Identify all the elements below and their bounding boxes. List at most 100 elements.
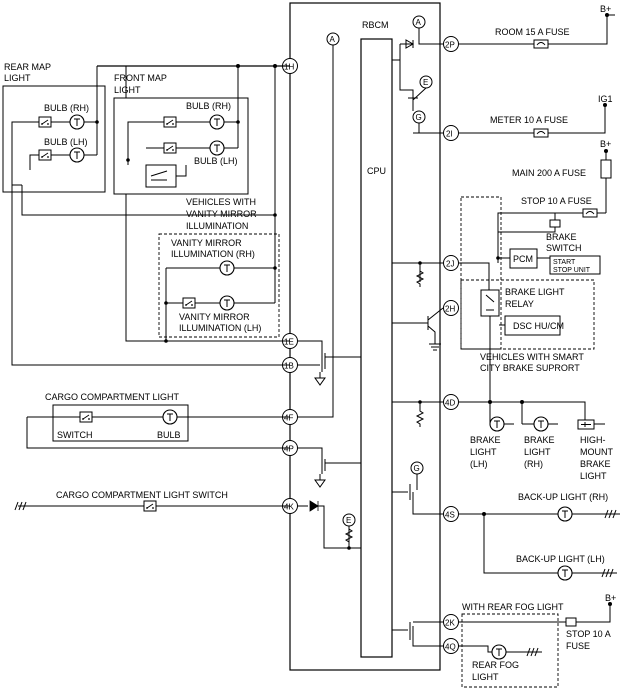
front-map-selector-switch [145, 164, 177, 188]
relay-label-1: BRAKE LIGHT [505, 287, 565, 297]
high-mount-label-1: HIGH- [580, 435, 606, 445]
cargo-light-switch: CARGO COMPARTMENT LIGHT SWITCH [14, 490, 290, 512]
brake-rh-label-3: (RH) [524, 459, 543, 469]
rear-fog-circuit: WITH REAR FOG LIGHT B+ STOP 10 A FUSE RE… [392, 593, 616, 688]
cargo-switch-label: SWITCH [57, 430, 93, 440]
rear-map-title-1: REAR MAP [4, 62, 51, 72]
meter-fuse-label: METER 10 A FUSE [490, 115, 568, 125]
brake-light-lh-bulb-icon [489, 416, 505, 432]
svg-text:E: E [423, 78, 428, 87]
fog-note: WITH REAR FOG LIGHT [462, 602, 564, 612]
brake-rh-label-2: LIGHT [524, 447, 551, 457]
resistor-icon [416, 407, 424, 428]
cargo-light-switch-icon [143, 500, 157, 512]
ground-icon [14, 501, 31, 511]
vanity-note-1: VEHICLES WITH [186, 197, 256, 207]
rear-fog-fuse-icon [565, 617, 577, 627]
svg-text:A: A [330, 35, 336, 44]
rear-lh-bulb-icon [69, 147, 85, 163]
front-map-title-1: FRONT MAP [114, 73, 167, 83]
brake-rh-label-1: BRAKE [524, 435, 555, 445]
front-bulb-rh-label: BULB (RH) [186, 101, 231, 111]
ref-e-lower: E [342, 513, 356, 527]
brake-light-rh-bulb-icon [533, 416, 549, 432]
svg-text:G: G [414, 464, 420, 473]
start-stop-label-2: STOP UNIT [553, 267, 591, 274]
backup-lh-bulb-icon [557, 565, 573, 581]
backup-light-outputs: BACK-UP LIGHT (RH) BACK-UP LIGHT (LH) [392, 474, 621, 581]
cargo-compartment-light: CARGO COMPARTMENT LIGHT SWITCH BULB [26, 392, 290, 449]
b-plus-label-2: B+ [600, 139, 611, 149]
stop-fuse-label: STOP 10 A FUSE [521, 196, 592, 206]
backup-rh-label: BACK-UP LIGHT (RH) [518, 492, 608, 502]
svg-text:2J: 2J [446, 260, 454, 269]
svg-text:4F: 4F [284, 414, 293, 423]
rbcm-label: RBCM [362, 20, 389, 30]
ground-triangle-icon [314, 377, 326, 386]
connector-2j: 2J [443, 255, 459, 271]
front-lh-bulb-icon [209, 140, 225, 156]
room-fuse-label: ROOM 15 A FUSE [495, 27, 570, 37]
front-bulb-lh-label: BULB (LH) [194, 156, 238, 166]
rear-map-title-2: LIGHT [4, 73, 31, 83]
front-rh-switch-icon [163, 116, 177, 128]
connector-2k: 2K [443, 614, 459, 630]
rear-lh-switch-icon [38, 149, 52, 161]
brake-lh-label-3: (LH) [470, 459, 488, 469]
ref-e-inner: E [419, 75, 433, 89]
svg-text:4Q: 4Q [445, 643, 456, 652]
rear-fog-bulb-icon [491, 644, 507, 660]
svg-text:4S: 4S [445, 511, 455, 520]
meter-fuse-icon [533, 128, 549, 138]
diode-icon [309, 500, 319, 512]
rear-fog-label-2: LIGHT [472, 672, 499, 682]
connector-group: 1H 1E 1B 4F 4P 4K 2P 2I 2J 2H 4D 4S 2K 4… [282, 36, 459, 654]
brake-light-outputs: BRAKE LIGHT (LH) BRAKE LIGHT (RH) HIGH- … [392, 400, 613, 481]
meter-fuse-circuit: METER 10 A FUSE IG1 [459, 94, 613, 138]
svg-text:1B: 1B [284, 362, 294, 371]
high-mount-label-2: MOUNT [580, 447, 613, 457]
cargo-bulb-label: BULB [157, 430, 181, 440]
reference-markers: A A E G G E [326, 15, 433, 527]
brake-lh-label-1: BRAKE [470, 435, 501, 445]
connector-4d: 4D [443, 394, 459, 410]
ground-triangle-icon [314, 479, 326, 488]
vanity-lh-switch-icon [182, 297, 196, 309]
ref-a-top: A [326, 32, 340, 46]
start-stop-label-1: START [553, 259, 576, 266]
svg-text:2K: 2K [445, 619, 455, 628]
vanity-rh-bulb-icon [219, 260, 235, 276]
vanity-lh-bulb-icon [219, 295, 235, 311]
connector-2p: 2P [443, 36, 459, 52]
start-stop-unit-box [549, 255, 601, 275]
cargo-bulb-icon [162, 409, 178, 425]
backup-rh-bulb-icon [557, 506, 573, 522]
ref-g-lower: G [410, 461, 424, 475]
vanity-rh-label-1: VANITY MIRROR [171, 238, 242, 248]
main-fuse-icon [600, 159, 612, 179]
high-mount-label-3: BRAKE [580, 459, 611, 469]
stop-brake-circuit: B+ MAIN 200 A FUSE STOP 10 A FUSE BRAKE … [392, 139, 612, 402]
connector-2h: 2H [443, 300, 459, 316]
rear-bulb-lh-label: BULB (LH) [44, 137, 88, 147]
svg-text:A: A [416, 18, 422, 27]
brake-switch-icon [549, 219, 561, 228]
rbcm-top-internal [392, 28, 443, 134]
cargo-light-switch-label: CARGO COMPARTMENT LIGHT SWITCH [56, 490, 228, 500]
resistor-icon [416, 267, 424, 288]
stop-rear-fuse-label-1: STOP 10 A [566, 629, 611, 639]
front-rh-bulb-icon [209, 114, 225, 130]
front-lh-switch-icon [163, 142, 177, 154]
vanity-note-2: VANITY MIRROR [186, 209, 257, 219]
high-mount-label-4: LIGHT [580, 471, 607, 481]
b-plus-label-1: B+ [600, 4, 611, 14]
vanity-note-3: ILLUMINATION [186, 221, 248, 231]
ground-icon [428, 339, 442, 351]
svg-text:4K: 4K [284, 503, 294, 512]
pcm-label: PCM [513, 254, 533, 264]
cargo-switch-icon [79, 411, 93, 423]
brake-switch-label-2: SWITCH [546, 243, 582, 253]
resistor-icon [345, 525, 353, 546]
left-harness-wires [11, 45, 334, 418]
brake-switch-label-1: BRAKE [546, 232, 577, 242]
